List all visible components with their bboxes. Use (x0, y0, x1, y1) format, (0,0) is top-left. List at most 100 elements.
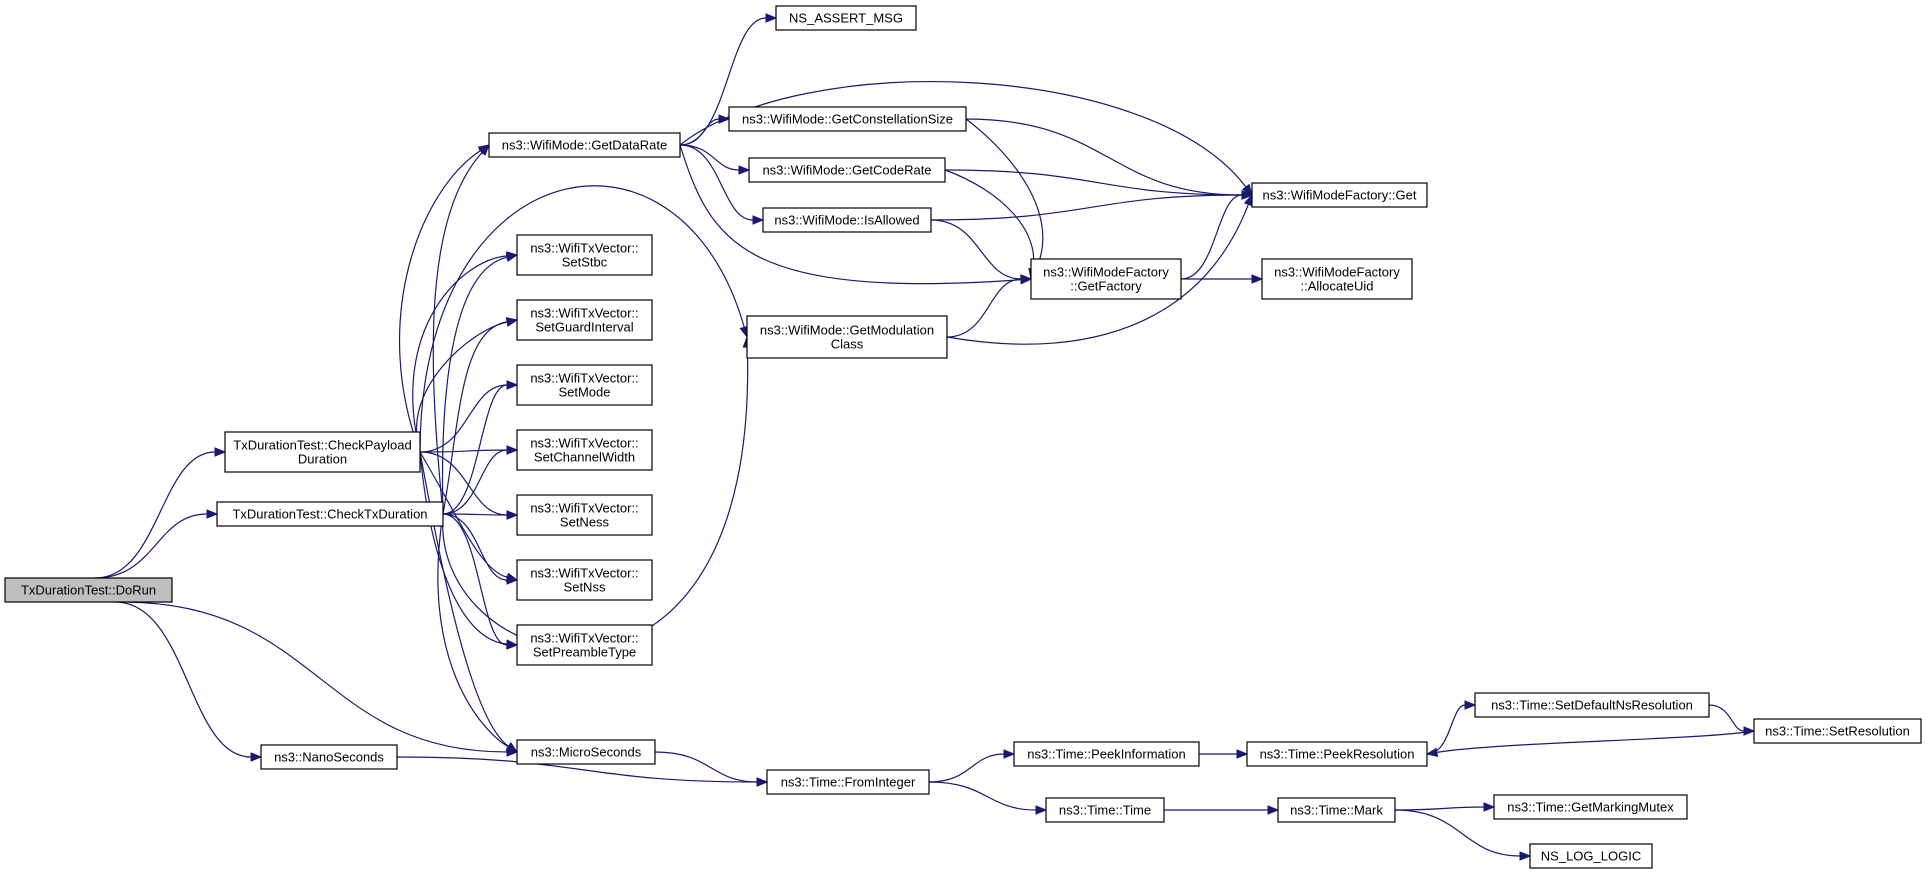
node-microseconds[interactable]: ns3::MicroSeconds (516, 739, 656, 765)
edge-line (442, 321, 508, 515)
edge-dorun-to-checktx (94, 509, 219, 579)
node-getconst[interactable]: ns3::WifiMode::GetConstellationSize (728, 106, 967, 132)
node-setchannel[interactable]: ns3::WifiTxVector::SetChannelWidth (516, 429, 653, 471)
node-label: ns3::WifiMode::GetDataRate (502, 138, 667, 153)
node-isallowed[interactable]: ns3::WifiMode::IsAllowed (762, 207, 932, 233)
node-dorun[interactable]: TxDurationTest::DoRun (4, 577, 173, 603)
edge-line (114, 601, 252, 758)
node-frominteger[interactable]: ns3::Time::FromInteger (766, 769, 930, 795)
node-timetime[interactable]: ns3::Time::Time (1045, 797, 1165, 823)
edge-dorun-to-nanoseconds (114, 601, 263, 762)
edge-line (944, 169, 1035, 270)
edge-arrowhead (1743, 726, 1756, 736)
node-label: ns3::WifiTxVector:: (530, 631, 638, 646)
node-getcoderate[interactable]: ns3::WifiMode::GetCodeRate (748, 157, 946, 183)
edge-checktx-to-setchannel (442, 445, 519, 515)
edge-setres-to-peekres (1425, 730, 1755, 757)
edge-line (442, 449, 508, 515)
edge-microseconds-to-frominteger (654, 751, 769, 787)
node-label: ns3::WifiMode::GetCodeRate (762, 163, 931, 178)
node-label: SetMode (558, 385, 610, 400)
edge-line (654, 751, 758, 783)
node-box (728, 106, 967, 132)
node-label: ns3::WifiMode::IsAllowed (774, 213, 919, 228)
node-peekres[interactable]: ns3::Time::PeekResolution (1246, 741, 1428, 767)
node-box (1030, 258, 1182, 300)
edge-line (965, 118, 1044, 271)
node-box (1753, 718, 1922, 744)
edge-arrowhead (765, 13, 778, 23)
edge-line (944, 169, 1243, 196)
node-box (516, 559, 653, 601)
edge-line (946, 278, 1022, 338)
edge-peekinfo-to-peekres (1199, 749, 1249, 759)
node-setstbc[interactable]: ns3::WifiTxVector::SetStbc (516, 234, 653, 276)
edge-line (946, 204, 1249, 345)
node-label: ns3::Time::GetMarkingMutex (1507, 800, 1674, 815)
edge-checktx-to-setguard (442, 317, 519, 515)
edge-getdatarate-to-getcoderate (679, 144, 751, 175)
node-setmode[interactable]: ns3::WifiTxVector::SetMode (516, 364, 653, 406)
edge-line (1436, 730, 1755, 753)
node-setnss[interactable]: ns3::WifiTxVector::SetNss (516, 559, 653, 601)
edge-arrowhead (506, 640, 519, 650)
node-nslog[interactable]: NS_LOG_LOGIC (1529, 843, 1653, 869)
edge-arrowhead (1519, 851, 1532, 861)
edge-arrowhead (1035, 805, 1048, 815)
edge-arrowhead (506, 445, 519, 455)
edge-line (432, 151, 483, 515)
node-setpreamble[interactable]: ns3::WifiTxVector::SetPreambleType (516, 624, 653, 666)
edge-timetime-to-timemark (1164, 805, 1280, 815)
edge-line (419, 451, 508, 516)
node-box (1251, 182, 1428, 208)
node-factoryget[interactable]: ns3::WifiModeFactory::Get (1251, 182, 1428, 208)
edge-arrowhead (1483, 802, 1496, 812)
edge-getmodclass-to-factoryget (946, 193, 1253, 345)
node-setness[interactable]: ns3::WifiTxVector::SetNess (516, 494, 653, 536)
edge-line (679, 144, 740, 171)
edge-arrowhead (505, 317, 519, 327)
node-label: ns3::WifiMode::GetConstellationSize (742, 112, 953, 127)
node-setdefaultns[interactable]: ns3::Time::SetDefaultNsResolution (1474, 692, 1710, 718)
node-peekinfo[interactable]: ns3::Time::PeekInformation (1013, 741, 1200, 767)
edge-arrowhead (214, 447, 227, 457)
edge-line (437, 513, 509, 748)
node-allocuid[interactable]: ns3::WifiModeFactory::AllocateUid (1261, 258, 1413, 300)
edge-line (419, 185, 745, 453)
edge-line (442, 513, 508, 646)
node-checktx[interactable]: TxDurationTest::CheckTxDuration (216, 501, 444, 527)
node-getdatarate[interactable]: ns3::WifiMode::GetDataRate (488, 132, 681, 158)
node-label: SetGuardInterval (535, 320, 633, 335)
node-label: TxDurationTest::CheckTxDuration (232, 507, 427, 522)
edge-arrowhead (250, 752, 263, 762)
node-label: ns3::Time::SetDefaultNsResolution (1491, 698, 1693, 713)
node-box (1474, 692, 1710, 718)
node-box (766, 769, 930, 795)
node-label: ns3::WifiTxVector:: (530, 306, 638, 321)
node-nanoseconds[interactable]: ns3::NanoSeconds (260, 744, 398, 770)
edge-arrowhead (1241, 183, 1253, 197)
node-box (516, 429, 653, 471)
edge-arrowhead (506, 575, 519, 585)
node-box (1246, 741, 1428, 767)
node-getfactory[interactable]: ns3::WifiModeFactory::GetFactory (1030, 258, 1182, 300)
node-box (1277, 797, 1396, 823)
node-box (516, 364, 653, 406)
node-setres[interactable]: ns3::Time::SetResolution (1753, 718, 1922, 744)
node-getmarkingmutex[interactable]: ns3::Time::GetMarkingMutex (1493, 794, 1688, 820)
edge-line (965, 118, 1243, 196)
node-timemark[interactable]: ns3::Time::Mark (1277, 797, 1396, 823)
node-box (260, 744, 398, 770)
edge-line (441, 256, 508, 515)
node-setguard[interactable]: ns3::WifiTxVector::SetGuardInterval (516, 299, 653, 341)
edge-line (930, 194, 1243, 221)
edge-line (419, 384, 508, 453)
edge-checktx-to-getdatarate (432, 144, 490, 515)
node-label: ns3::WifiModeFactory (1274, 265, 1400, 280)
edges-layer (94, 13, 1756, 861)
edge-checktx-to-microseconds (437, 513, 519, 753)
node-assert[interactable]: NS_ASSERT_MSG (775, 5, 917, 31)
node-box (4, 577, 173, 603)
